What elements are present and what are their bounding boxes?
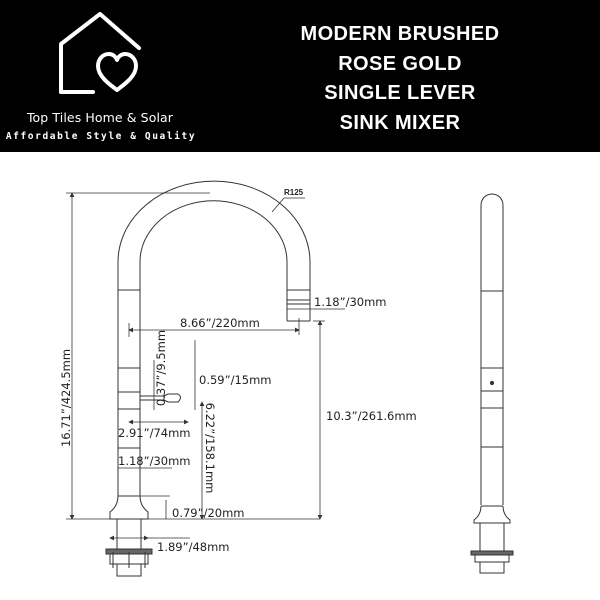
title-line-1: MODERN BRUSHED [300, 23, 500, 45]
brand-tagline: Affordable Style & Quality [5, 131, 197, 142]
dim-spout-reach: 8.66”/220mm [180, 316, 260, 330]
dim-lever-height: 6.22”/158.1mm [203, 403, 217, 494]
front-view [105, 180, 311, 577]
dimension-lines [66, 192, 345, 541]
dim-spout-outlet: 1.18”/30mm [314, 295, 386, 309]
dim-base-diameter: 1.89”/48mm [157, 540, 229, 554]
dim-lever-diameter: 0.37”/9.5mm [154, 330, 168, 406]
side-view [470, 193, 514, 574]
title-line-3: SINGLE LEVER [324, 82, 476, 104]
house-heart-icon [59, 12, 141, 94]
dim-flange-height: 0.79”/20mm [172, 506, 244, 520]
dim-total-height: 16.71”/424.5mm [59, 349, 73, 447]
dimension-labels: R125 16.71”/424.5mm 8.66”/220mm 1.18”/30… [59, 188, 417, 554]
product-title: MODERN BRUSHED ROSE GOLD SINGLE LEVER SI… [280, 20, 520, 138]
radius-label: R125 [284, 188, 304, 197]
title-line-2: ROSE GOLD [338, 52, 462, 75]
technical-drawing: R125 16.71”/424.5mm 8.66”/220mm 1.18”/30… [59, 180, 514, 577]
brand-name: Top Tiles Home & Solar [26, 110, 174, 125]
dim-lever-tip: 0.59”/15mm [199, 373, 271, 387]
dim-spout-clearance: 10.3”/261.6mm [326, 409, 417, 423]
dim-lever-length: 2.91”/74mm [118, 426, 190, 440]
header-banner: Top Tiles Home & Solar Affordable Style … [0, 0, 600, 152]
title-line-4: SINK MIXER [339, 111, 461, 134]
dim-body-diameter: 1.18”/30mm [118, 454, 190, 468]
